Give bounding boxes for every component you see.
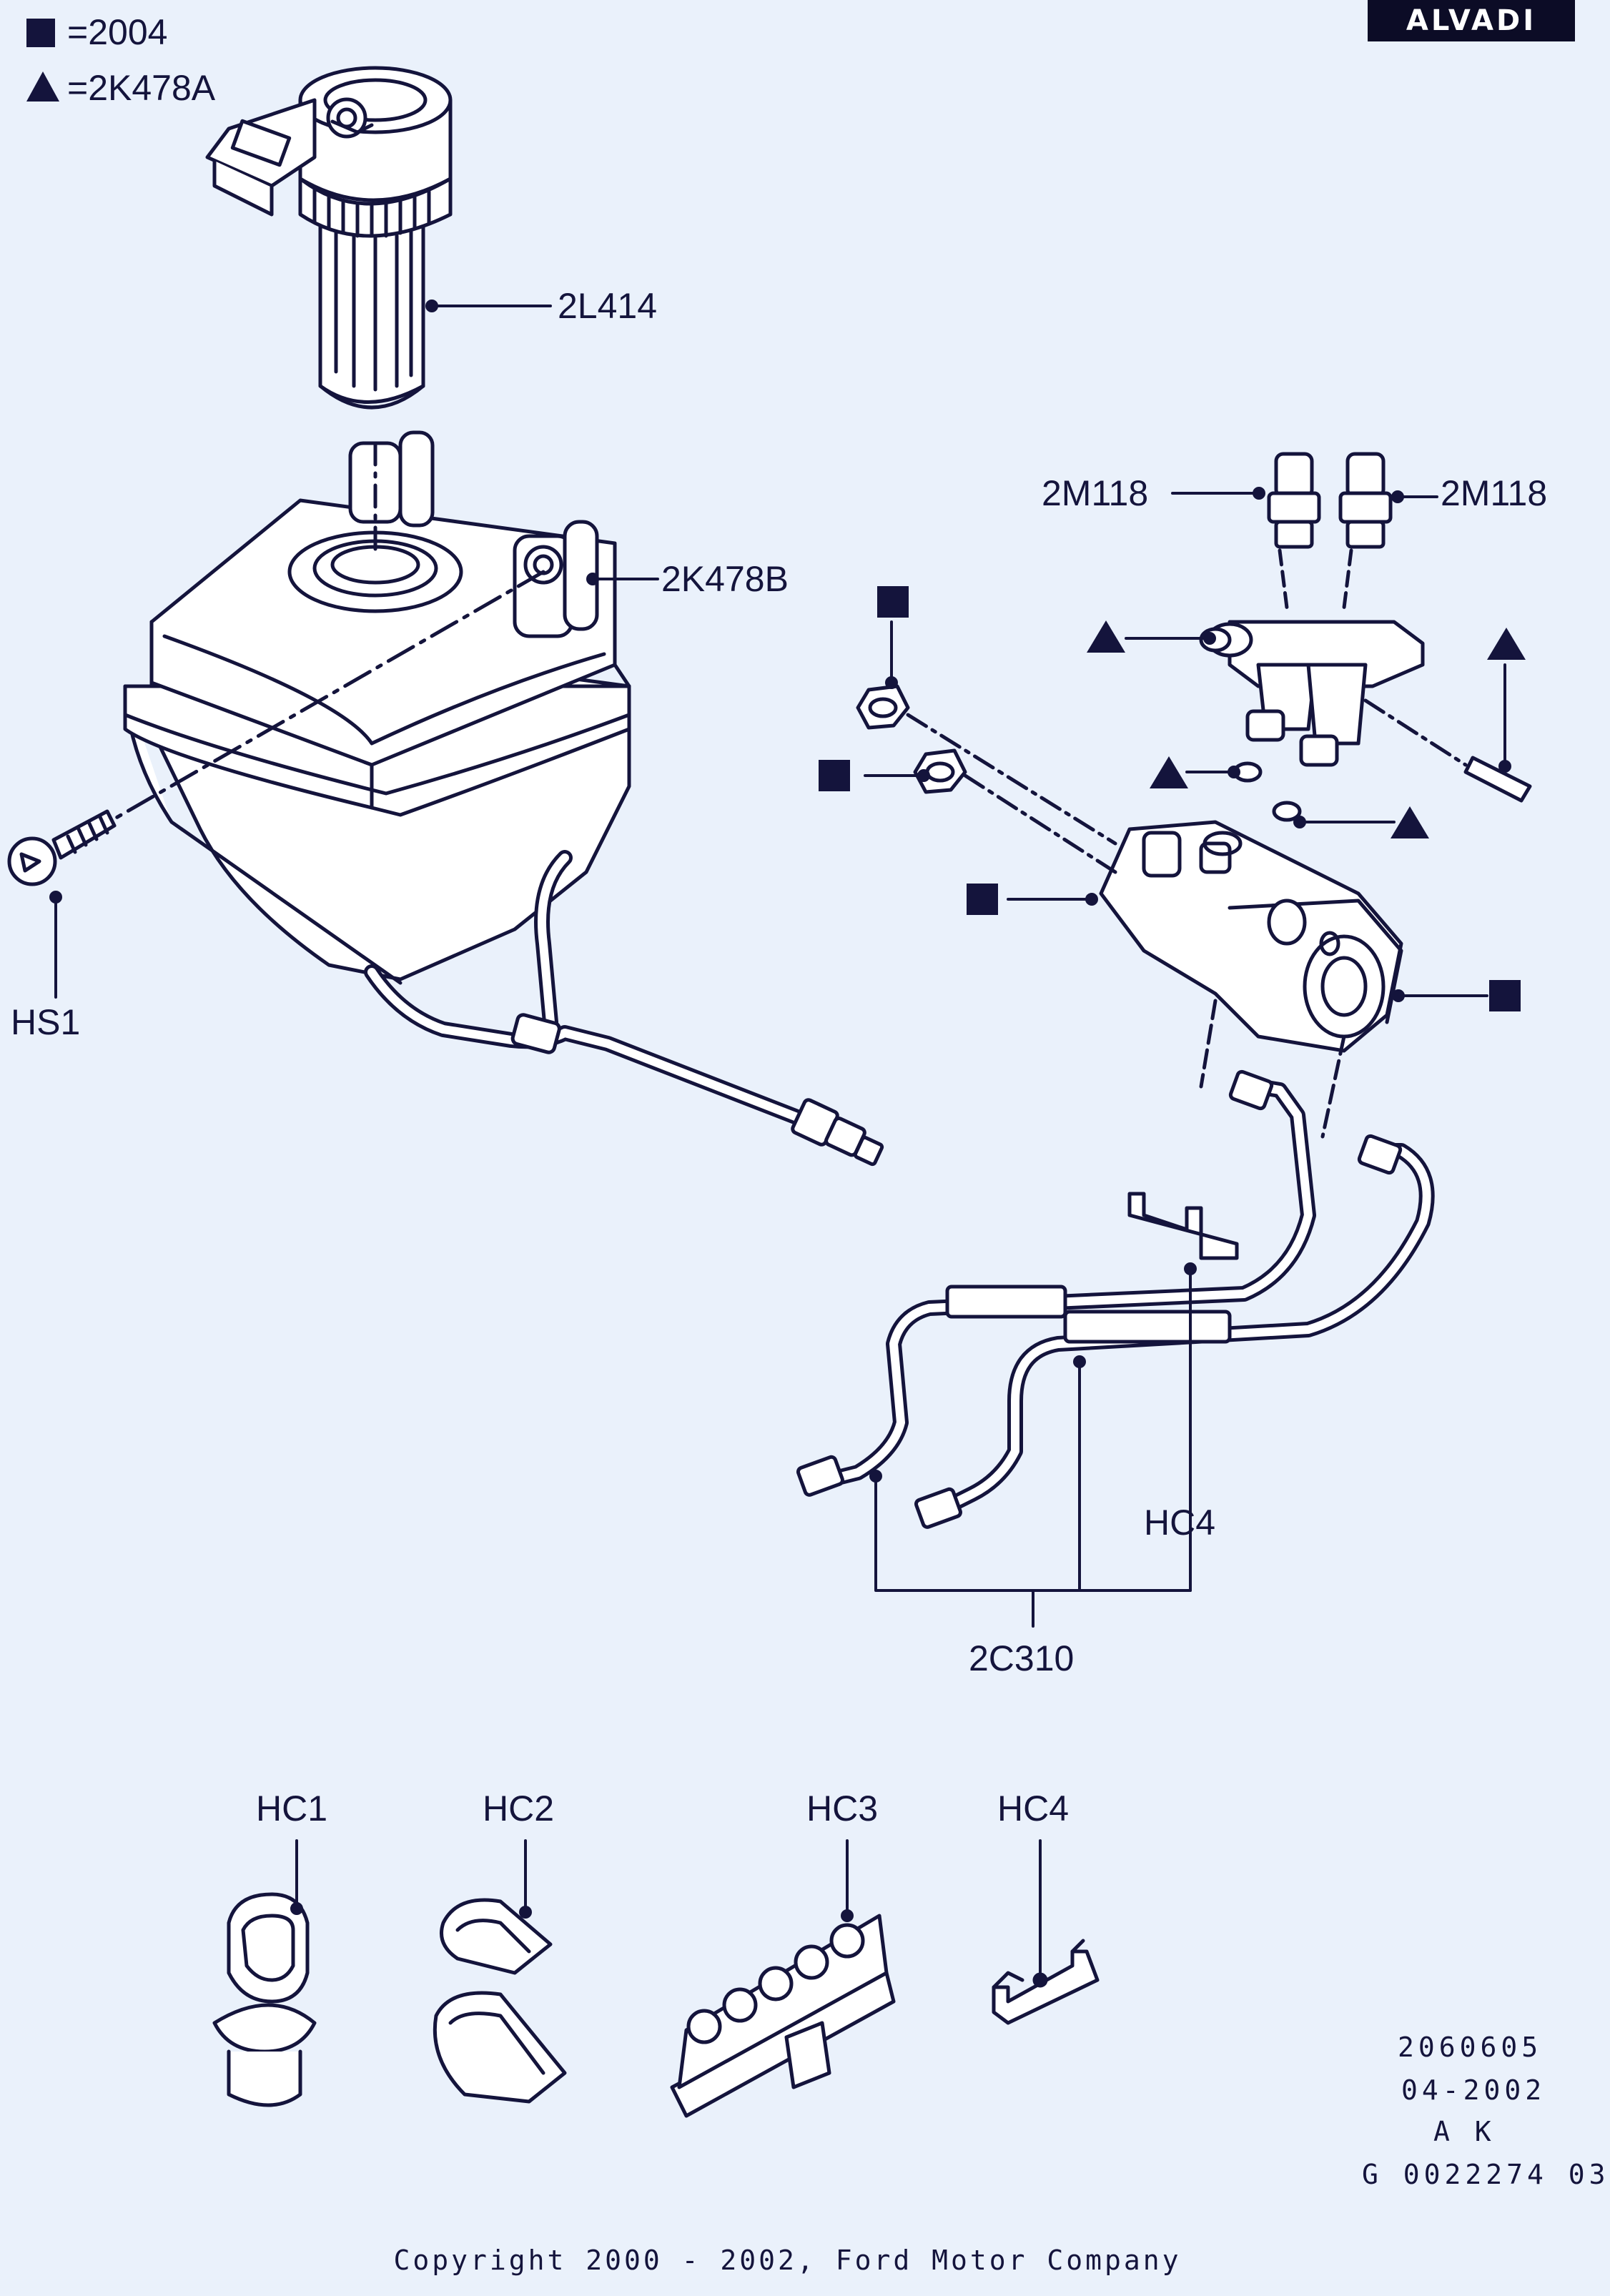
callout-2k478b: 2K478B [661, 559, 789, 599]
square-marker [1489, 980, 1521, 1011]
parts-diagram [7, 19, 1532, 2118]
master-cylinder [856, 684, 1403, 1139]
reservoir-part [69, 430, 884, 1167]
doc-date: 04-2002 [1401, 2074, 1546, 2106]
pressure-switches [1267, 452, 1393, 610]
square-marker [967, 884, 998, 915]
callout-2c310: 2C310 [969, 1638, 1075, 1678]
clip-hc3 [670, 1914, 896, 2118]
clip-label-hc3: HC3 [806, 1788, 879, 1829]
legend-triangle-symbol [26, 71, 59, 102]
triangle-marker [1487, 628, 1526, 660]
triangle-marker [1150, 756, 1188, 788]
leader-lines [49, 300, 1511, 1978]
doc-author: A K [1433, 2116, 1496, 2147]
legend-square-symbol [26, 19, 55, 47]
clip-hc1 [212, 1892, 317, 2107]
square-marker [877, 586, 909, 618]
legend-square-text: =2004 [67, 12, 168, 52]
doc-number: 2060605 [1398, 2032, 1543, 2063]
triangle-marker [1087, 620, 1125, 653]
clip-hc4 [992, 1939, 1100, 2025]
copyright-text: Copyright 2000 - 2002, Ford Motor Compan… [393, 2245, 1182, 2276]
triangle-marker [1391, 806, 1429, 838]
valve-block [1199, 620, 1532, 822]
callout-2m118-left: 2M118 [1042, 473, 1149, 513]
doc-reference: G 0022274 03 [1362, 2159, 1610, 2190]
brand-logo: ALVADI [1368, 0, 1575, 41]
clip-label-hc1: HC1 [256, 1788, 328, 1829]
marker-symbols [26, 19, 1526, 1011]
clip-label-hc2: HC2 [483, 1788, 555, 1829]
square-marker [819, 760, 850, 791]
reservoir-cap-part [205, 66, 453, 410]
clip-hc2 [433, 1898, 567, 2104]
legend-triangle-text: =2K478A [67, 68, 216, 108]
callout-2l414: 2L414 [558, 286, 658, 326]
callout-2m118-right: 2M118 [1441, 473, 1548, 513]
screw-part [7, 809, 117, 886]
brake-lines [796, 1069, 1435, 1529]
clip-label-hc4: HC4 [997, 1788, 1070, 1829]
callout-hs1: HS1 [11, 1002, 81, 1042]
callout-hc4-lines: HC4 [1144, 1503, 1216, 1543]
